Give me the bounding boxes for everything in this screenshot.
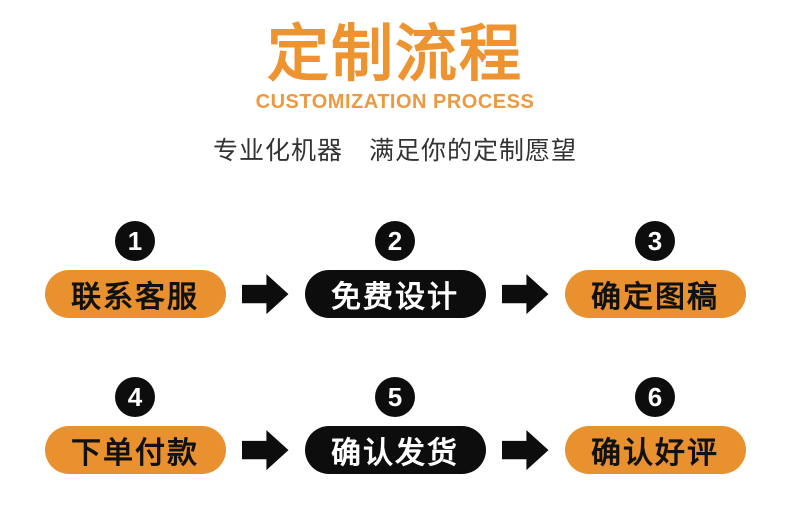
process-row-1: 1 联系客服 2 免费设计 3 确定图稿 (44, 221, 746, 319)
section-title: 定制流程 (266, 20, 523, 89)
step-2-free-design: 2 免费设计 (304, 221, 486, 319)
process-flow: 1 联系客服 2 免费设计 3 确定图稿 4 下单付款 5 确认发货 (0, 221, 790, 475)
step-number-badge: 2 (375, 221, 415, 262)
arrow-right-icon (501, 430, 549, 471)
step-number-badge: 4 (115, 377, 155, 418)
header: 定制流程 CUSTOMIZATION PROCESS 专业化机器 满足你的定制愿… (0, 0, 790, 167)
arrow-right-icon (241, 430, 289, 471)
step-1-contact-service: 1 联系客服 (44, 221, 226, 319)
step-label-pill: 免费设计 (304, 270, 486, 319)
step-number-badge: 5 (375, 377, 415, 418)
step-label-pill: 确认好评 (564, 426, 746, 475)
step-label-pill: 联系客服 (44, 270, 226, 319)
step-number-badge: 6 (635, 377, 675, 418)
step-label-pill: 确认发货 (304, 426, 486, 475)
step-number-badge: 1 (115, 221, 155, 262)
step-label-pill: 确定图稿 (564, 270, 746, 319)
step-number-badge: 3 (635, 221, 675, 262)
step-label-pill: 下单付款 (44, 426, 226, 475)
process-row-2: 4 下单付款 5 确认发货 6 确认好评 (44, 377, 746, 475)
step-4-place-order-pay: 4 下单付款 (44, 377, 226, 475)
step-5-confirm-shipment: 5 确认发货 (304, 377, 486, 475)
step-6-confirm-review: 6 确认好评 (564, 377, 746, 475)
step-3-confirm-draft: 3 确定图稿 (564, 221, 746, 319)
section-subtitle-en: CUSTOMIZATION PROCESS (255, 91, 535, 114)
section-tagline: 专业化机器 满足你的定制愿望 (212, 137, 577, 166)
arrow-right-icon (241, 274, 289, 315)
arrow-right-icon (501, 274, 549, 315)
